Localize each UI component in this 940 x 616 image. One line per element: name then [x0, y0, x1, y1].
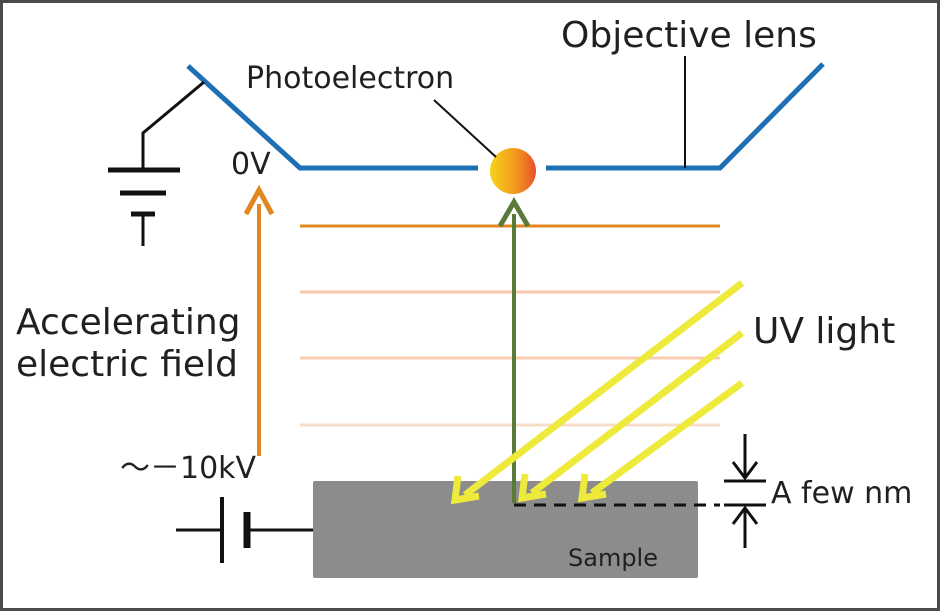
- photoelectron-label: Photoelectron: [246, 61, 454, 96]
- uv-rays: [450, 280, 745, 505]
- photoelectron-leader: [433, 99, 497, 158]
- ground-icon: [108, 167, 180, 246]
- accelerating-label-line2: electric field: [16, 344, 238, 385]
- depth-arrows-icon: [724, 434, 766, 548]
- zero-volt-label: 0V: [231, 147, 271, 182]
- objective-lens-left: [186, 64, 478, 171]
- sample-label: Sample: [568, 544, 658, 572]
- objective-lens-right: [546, 62, 825, 171]
- ground-wire: [141, 80, 205, 168]
- accelerating-label-line1: Accelerating: [16, 302, 241, 343]
- accelerating-field-arrowhead: [243, 184, 275, 216]
- photoelectron-arrowhead: [497, 197, 531, 228]
- objective-lens-label: Objective lens: [561, 15, 817, 56]
- voltage-label: ～－10kV: [120, 451, 257, 486]
- battery-icon: [176, 497, 251, 563]
- photoelectron-dot: [490, 148, 536, 194]
- uv-light-label: UV light: [753, 311, 895, 352]
- few-nm-label: A few nm: [771, 476, 912, 511]
